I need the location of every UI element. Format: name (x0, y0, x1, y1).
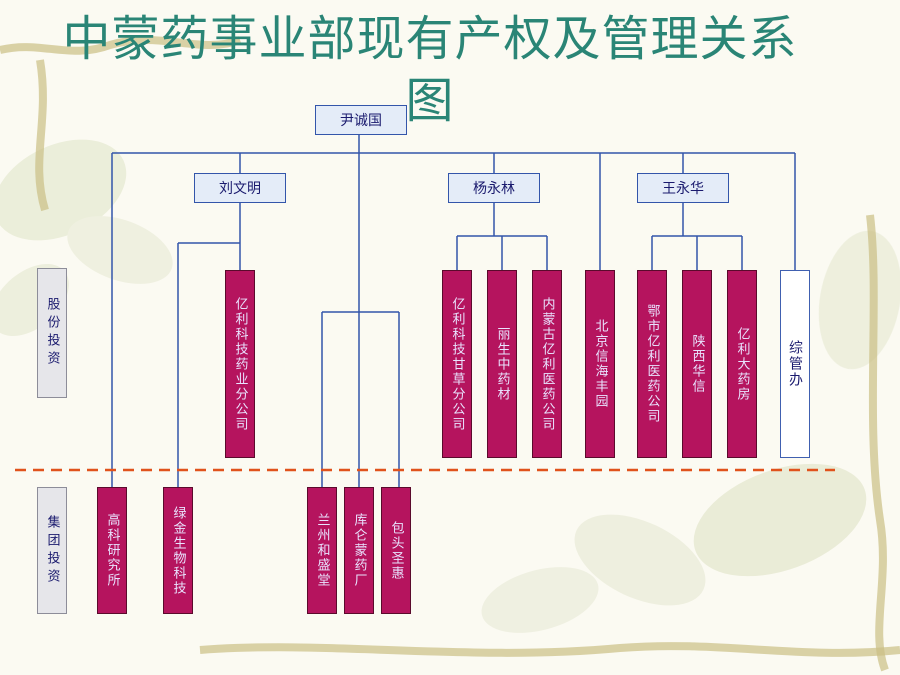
category-group: 集团投资 (37, 487, 67, 614)
node-lvjin: 绿金生物科技 (163, 487, 193, 614)
node-zongguan: 综管办 (780, 270, 810, 458)
node-lanzhou: 兰州和盛堂 (307, 487, 337, 614)
node-yili-branch: 亿利科技药业分公司 (225, 270, 255, 458)
node-gaoke: 高科研究所 (97, 487, 127, 614)
node-root: 尹诚国 (315, 105, 407, 135)
node-manager-yang: 杨永林 (448, 173, 540, 203)
node-manager-liu: 刘文明 (194, 173, 286, 203)
category-equity: 股份投资 (37, 268, 67, 398)
node-shaanxi: 陕西华信 (682, 270, 712, 458)
node-gancao: 亿利科技甘草分公司 (442, 270, 472, 458)
node-dayaofang: 亿利大药房 (727, 270, 757, 458)
node-neimenggu: 内蒙古亿利医药公司 (532, 270, 562, 458)
node-manager-wang: 王永华 (637, 173, 729, 203)
page-title: 中蒙药事业部现有产权及管理关系图 (62, 11, 798, 129)
node-baotou: 包头圣惠 (381, 487, 411, 614)
node-lisheng: 丽生中药材 (487, 270, 517, 458)
node-kucang: 库仑蒙药厂 (344, 487, 374, 614)
node-eshi: 鄂市亿利医药公司 (637, 270, 667, 458)
node-beijing: 北京信海丰园 (585, 270, 615, 458)
